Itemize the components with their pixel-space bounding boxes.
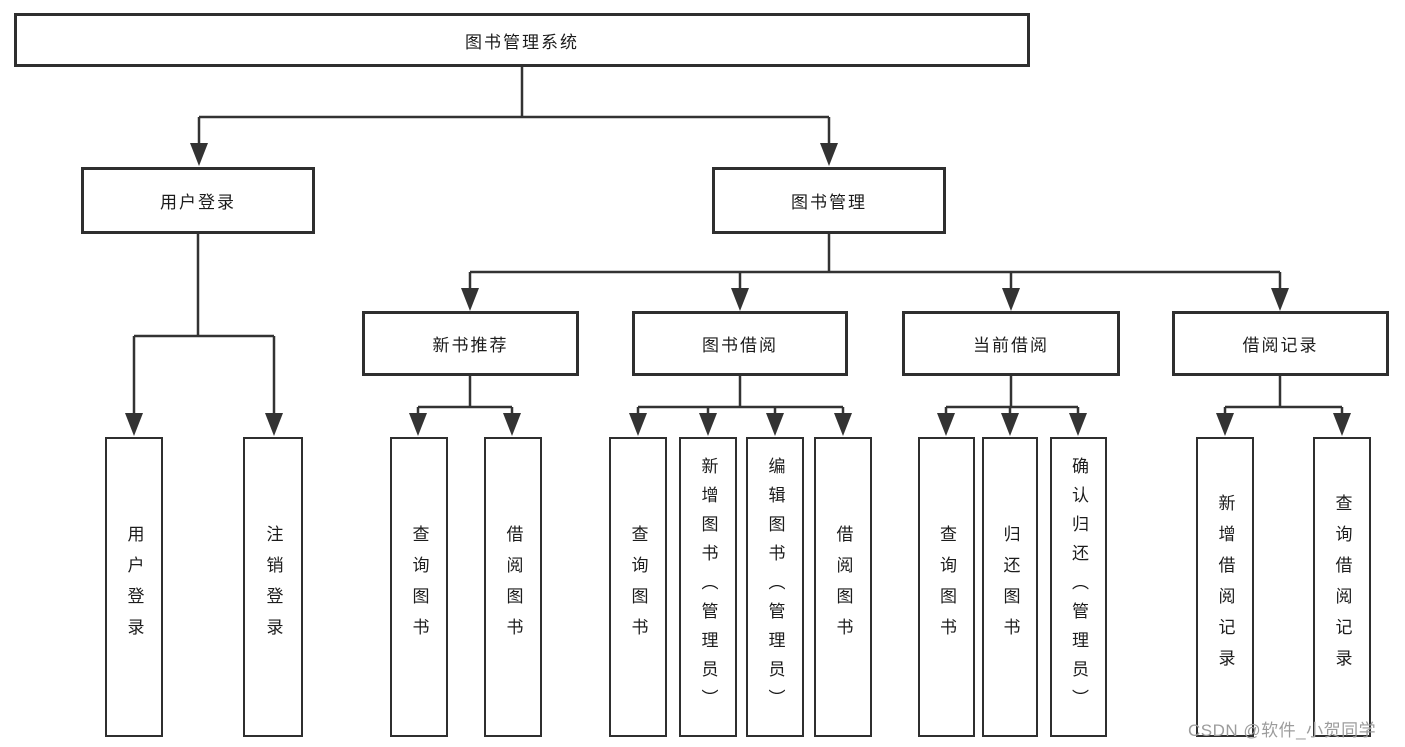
leaf-borrow-book-borrow: 借阅图书	[814, 437, 872, 737]
leaf-return-book-label: 归还图书	[1000, 525, 1020, 649]
leaf-query-book-recommend-label: 查询图书	[409, 525, 429, 649]
leaf-query-book-recommend: 查询图书	[390, 437, 448, 737]
connector-bookborrow-to-leaves	[629, 376, 852, 436]
leaf-return-book: 归还图书	[982, 437, 1038, 737]
connector-borrowrecord-to-leaves	[1216, 376, 1351, 436]
leaf-query-book-borrow-label: 查询图书	[628, 525, 648, 649]
leaf-query-book-current-label: 查询图书	[937, 525, 956, 649]
connector-bookmgmt-to-level3	[461, 234, 1289, 311]
node-library-system: 图书管理系统	[14, 13, 1030, 67]
leaf-confirm-return-admin: 确认归还（管理员）	[1050, 437, 1107, 737]
node-current-borrow: 当前借阅	[902, 311, 1120, 376]
leaf-user-login: 用户登录	[105, 437, 163, 737]
leaf-query-book-borrow: 查询图书	[609, 437, 667, 737]
node-borrow-record: 借阅记录	[1172, 311, 1389, 376]
connector-root-to-level2	[190, 67, 838, 166]
leaf-add-book-admin-label: 新增图书（管理员）	[698, 456, 718, 718]
leaf-query-borrow-record-label: 查询借阅记录	[1332, 494, 1352, 680]
leaf-confirm-return-admin-label: 确认归还（管理员）	[1069, 456, 1088, 718]
leaf-borrow-book-recommend: 借阅图书	[484, 437, 542, 737]
leaf-query-borrow-record: 查询借阅记录	[1313, 437, 1371, 737]
node-current-borrow-label: 当前借阅	[973, 336, 1049, 355]
leaf-logout-label: 注销登录	[263, 525, 283, 649]
node-book-borrow-label: 图书借阅	[702, 336, 778, 355]
csdn-watermark: CSDN @软件_小贺同学	[1188, 721, 1377, 740]
leaf-add-book-admin: 新增图书（管理员）	[679, 437, 737, 737]
leaf-borrow-book-recommend-label: 借阅图书	[503, 525, 523, 649]
leaf-edit-book-admin: 编辑图书（管理员）	[746, 437, 804, 737]
connector-userlogin-to-leaves	[125, 234, 283, 436]
node-book-management: 图书管理	[712, 167, 946, 234]
leaf-logout: 注销登录	[243, 437, 303, 737]
node-new-book-recommend-label: 新书推荐	[432, 336, 509, 355]
node-book-borrow: 图书借阅	[632, 311, 848, 376]
leaf-user-login-label: 用户登录	[124, 525, 144, 649]
connector-currentborrow-to-leaves	[937, 376, 1087, 436]
connector-newbook-to-leaves	[409, 376, 521, 436]
node-user-login-label: 用户登录	[160, 193, 236, 212]
node-new-book-recommend: 新书推荐	[362, 311, 579, 376]
node-user-login: 用户登录	[81, 167, 315, 234]
node-book-management-label: 图书管理	[791, 193, 867, 212]
node-library-system-label: 图书管理系统	[465, 32, 579, 52]
leaf-add-borrow-record-label: 新增借阅记录	[1215, 494, 1235, 680]
leaf-edit-book-admin-label: 编辑图书（管理员）	[765, 456, 785, 718]
leaf-query-book-current: 查询图书	[918, 437, 975, 737]
node-borrow-record-label: 借阅记录	[1242, 336, 1319, 355]
leaf-borrow-book-borrow-label: 借阅图书	[833, 525, 853, 649]
leaf-add-borrow-record: 新增借阅记录	[1196, 437, 1254, 737]
